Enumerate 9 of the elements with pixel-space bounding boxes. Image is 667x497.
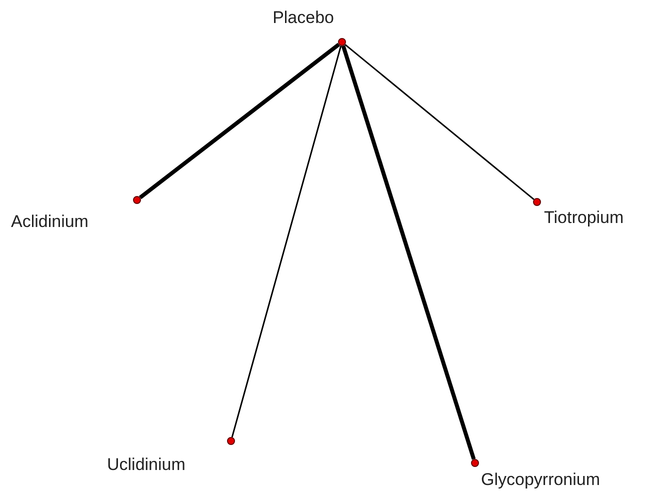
node-label: Aclidinium bbox=[11, 212, 90, 232]
node-label: Uclidinium bbox=[107, 455, 186, 475]
network-edge bbox=[344, 44, 534, 200]
network-edge bbox=[231, 46, 342, 438]
node-label: Placebo bbox=[272, 8, 334, 28]
node-label: Glycopyrronium bbox=[481, 470, 602, 490]
network-edge bbox=[138, 42, 340, 200]
node-label: Tiotropium bbox=[544, 208, 625, 228]
network-edge bbox=[341, 45, 476, 460]
